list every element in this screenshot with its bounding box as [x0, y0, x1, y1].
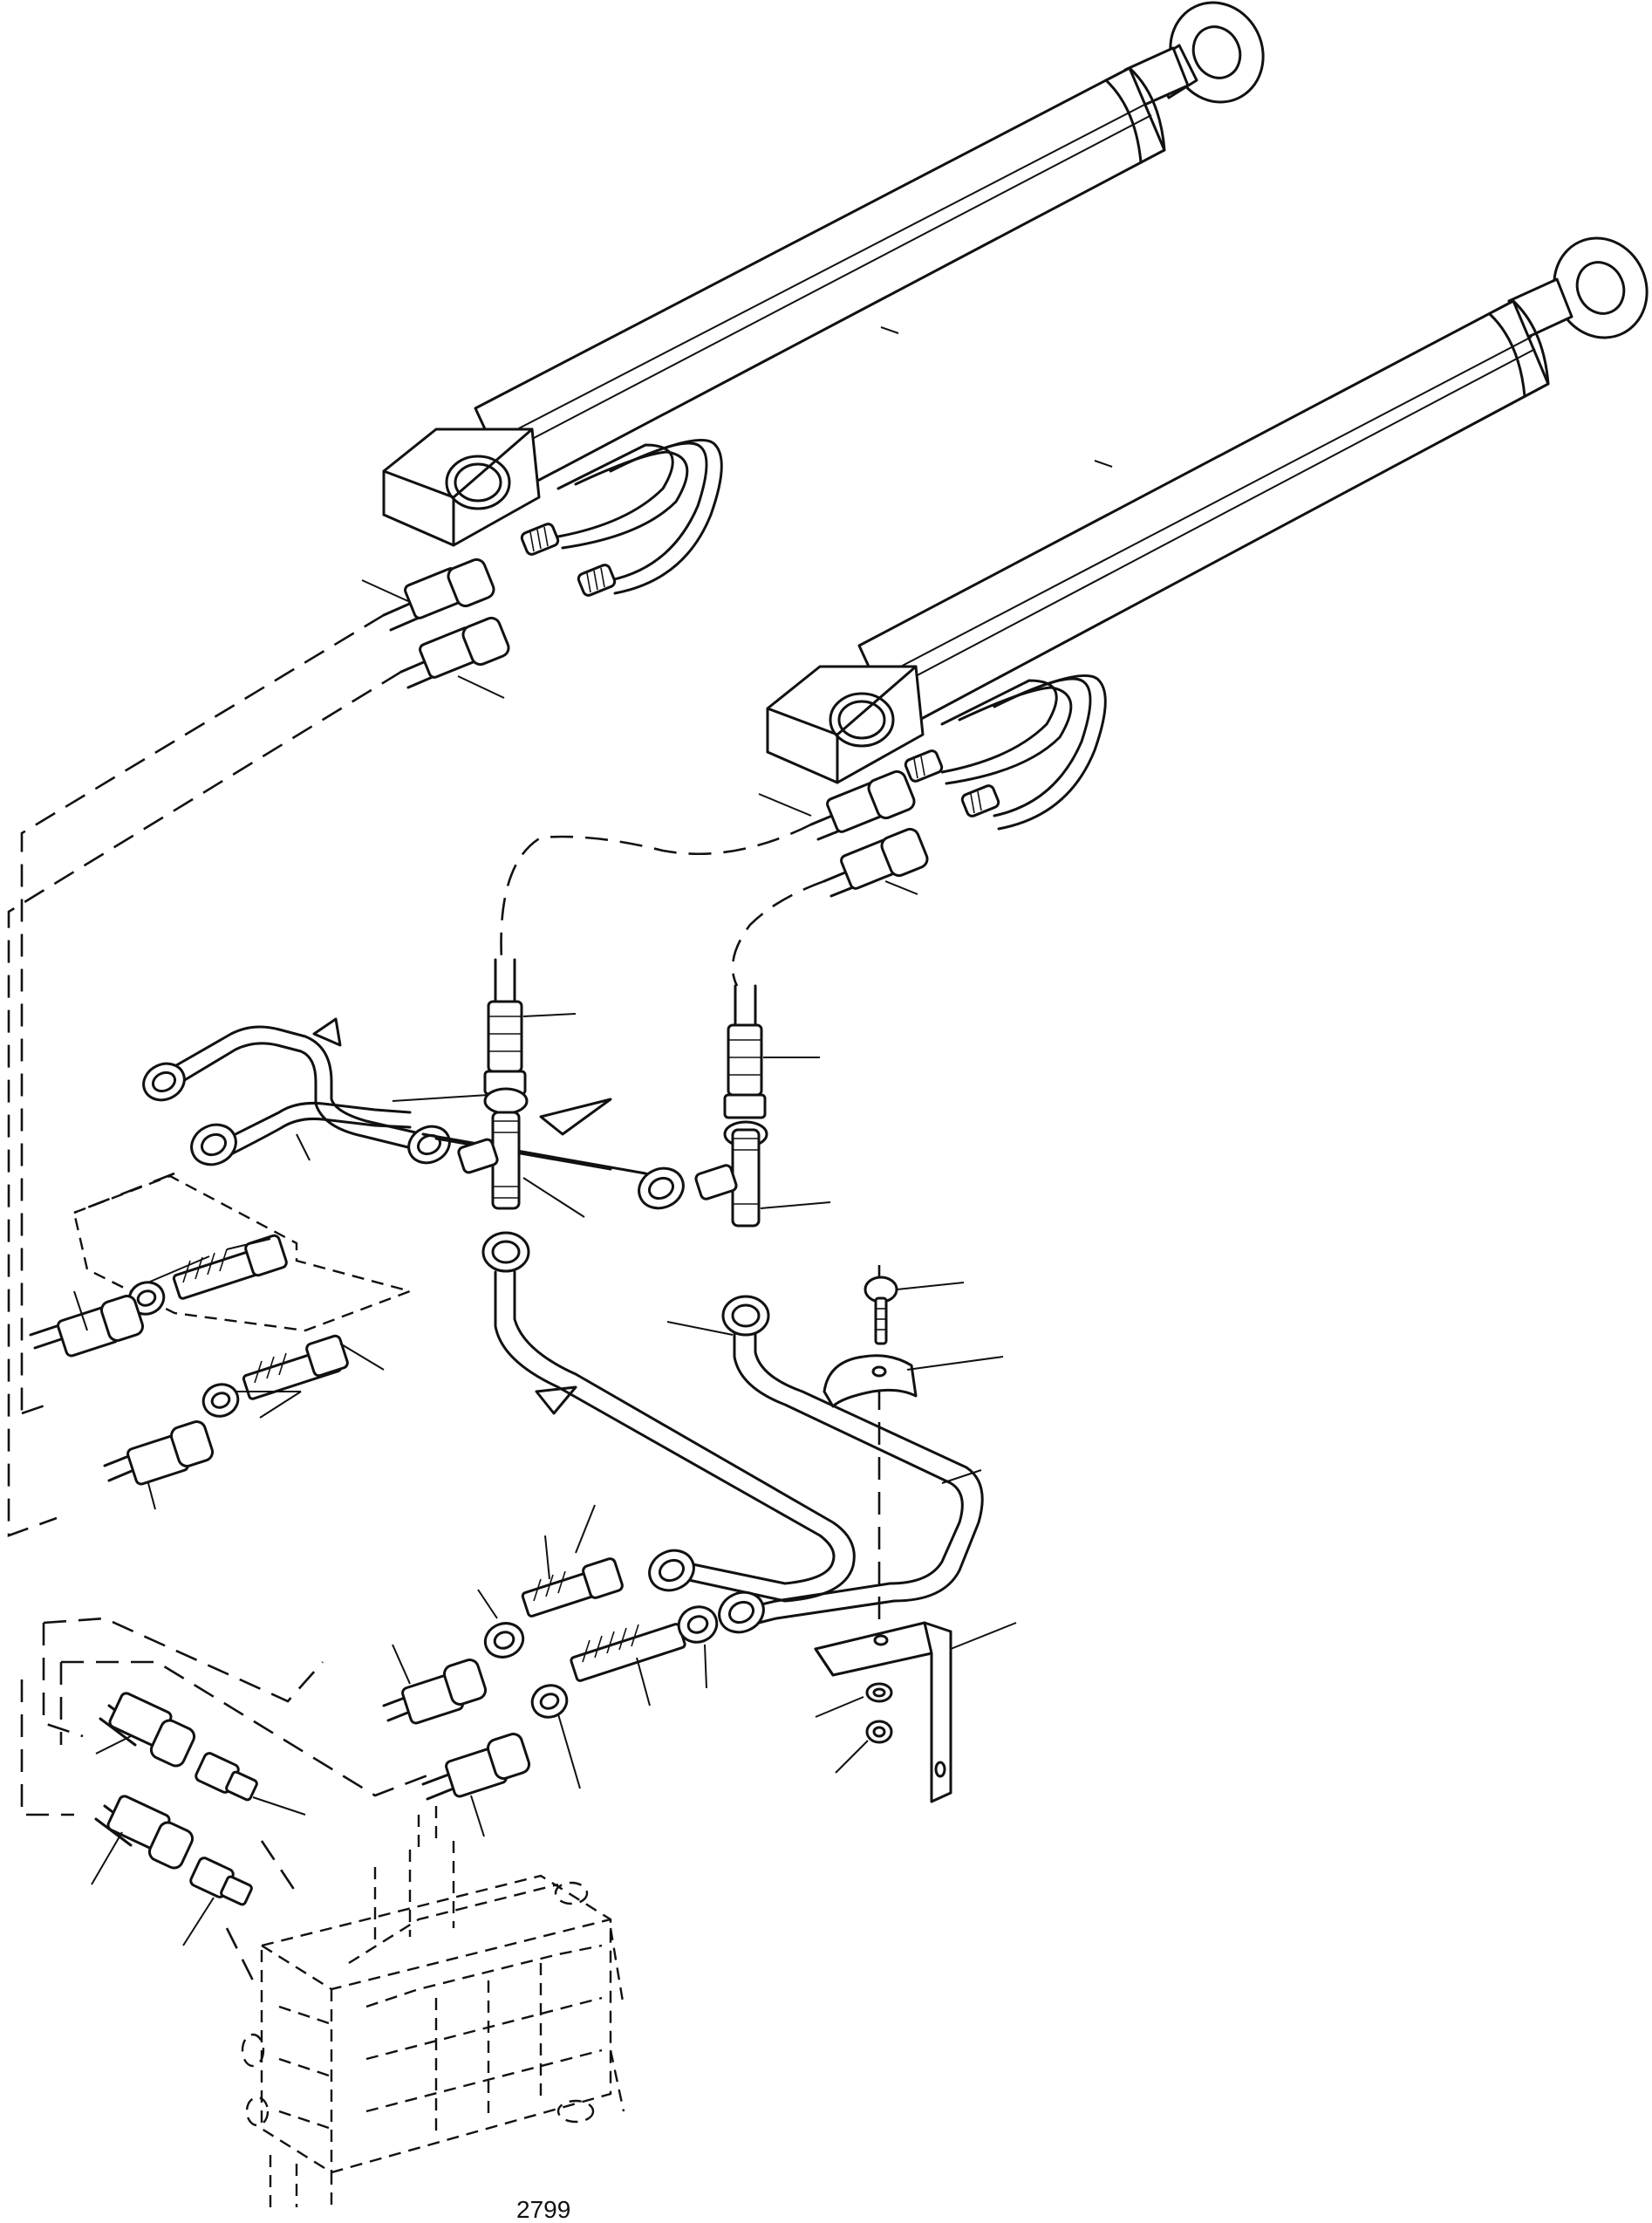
port-fitting-upper-2 [577, 564, 617, 597]
callout-triangle-3 [535, 1385, 577, 1415]
hose-end-mid-upper [382, 1644, 488, 1725]
straight-adapter-mid-lower [570, 1623, 686, 1707]
hose-end-valve-lower [91, 1795, 195, 1885]
hydraulic-cylinder-upper [382, 1, 1265, 597]
port-fitting-upper-1 [520, 523, 560, 556]
steel-tube-right-1 [494, 1270, 856, 1603]
steel-tube-left-2 [190, 1102, 412, 1166]
hydraulic-cylinder-lower [766, 236, 1649, 831]
control-valve-phantom [241, 1806, 625, 2207]
hose-end-mid-lower [421, 1733, 531, 1837]
steel-tube-right-2 [666, 1295, 984, 1634]
hose-fitting-lower-a [758, 770, 916, 841]
hose-routing-dashed [7, 613, 881, 1981]
straight-adapter-mid-upper [521, 1504, 624, 1618]
tube-nut-a [638, 1166, 685, 1210]
cylinder-base-clevis-upper [382, 428, 541, 547]
straight-adapter-lower [236, 1334, 385, 1419]
cylinder-barrel-lower [857, 299, 1550, 733]
hose-fitting-upper-b [399, 616, 510, 699]
hose-end-valve-upper [95, 1692, 196, 1768]
tee-fitting-right [694, 1128, 831, 1228]
hose-fitting-lower-b [823, 827, 929, 898]
o-ring-mid-upper [477, 1589, 525, 1659]
hose-fitting-upper-a [361, 557, 495, 632]
callout-triangle-2 [539, 1098, 612, 1136]
adapter-valve-lower [182, 1857, 253, 1946]
lock-washer [815, 1682, 893, 1718]
cylinder-barrel-upper [474, 66, 1166, 495]
tube-clamp [823, 1354, 1004, 1408]
hose-end-swivel-right [723, 984, 820, 1148]
tee-fitting-center [457, 1111, 585, 1273]
hose-end-swivel-center [483, 958, 577, 1115]
o-ring-lower [201, 1383, 240, 1418]
o-ring-mid-lower [530, 1684, 581, 1789]
callout-triangle-1 [312, 1017, 342, 1047]
rod-eye-lower [1553, 236, 1649, 339]
hose-end-left-lower [103, 1420, 215, 1510]
hose-end-left-upper [29, 1290, 145, 1358]
figure-caption: 2799 [516, 2196, 570, 2223]
port-fitting-lower-1 [904, 749, 944, 783]
straight-adapter-upper [143, 1234, 288, 1300]
hex-nut-mid [677, 1605, 719, 1689]
mounting-bracket [814, 1621, 1017, 1803]
bolt [864, 1276, 965, 1345]
nut [835, 1720, 893, 1774]
adapter-valve-upper [195, 1752, 306, 1816]
port-fitting-lower-2 [960, 784, 1000, 817]
cylinder-base-clevis-lower [766, 665, 925, 784]
